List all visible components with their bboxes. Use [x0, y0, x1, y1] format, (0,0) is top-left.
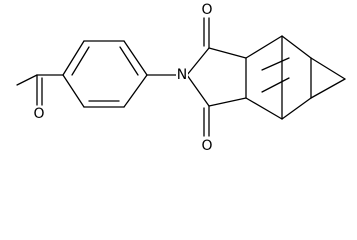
atom-bg-o-acetyl — [32, 107, 44, 123]
atom-label-group: O O N O — [32, 1, 213, 154]
atom-n-imide: N — [177, 67, 187, 83]
bond-ring-1 — [62, 40, 85, 76]
bond-methyl-carbonyl — [16, 74, 38, 86]
bond-cage-2 — [245, 97, 283, 120]
atom-bg-n-imide — [176, 67, 188, 83]
bond-ring-6 — [62, 74, 85, 108]
bond-cage-3 — [281, 35, 312, 59]
bond-n-c-bottom — [186, 74, 210, 107]
bond-cyclopropane-1 — [310, 57, 346, 80]
atom-o-imide-bottom: O — [201, 138, 212, 154]
atom-o-imide-top: O — [201, 2, 212, 18]
bond-ring-inner-2 — [119, 46, 139, 76]
bond-c-top-ch — [208, 47, 247, 59]
bond-group — [16, 17, 346, 137]
bond-cage-1 — [245, 35, 283, 59]
bond-ring-3 — [123, 40, 148, 76]
bond-cyclopropane-2 — [310, 78, 346, 99]
atom-bg-o-imide-bottom — [201, 138, 213, 154]
bond-c-bottom-ch — [208, 97, 247, 107]
bond-cage-alkene-1 — [261, 57, 290, 71]
bond-cage-4 — [281, 97, 312, 120]
atom-bg-o-imide-top — [201, 1, 213, 17]
bond-ring-4 — [123, 74, 148, 108]
atom-o-acetyl: O — [33, 106, 44, 122]
bond-cage-alkene-2 — [261, 77, 290, 93]
chemical-structure-diagram: O O N O — [16, 1, 346, 154]
bond-ring-inner-1 — [71, 46, 90, 76]
bond-n-c-top — [186, 47, 210, 76]
